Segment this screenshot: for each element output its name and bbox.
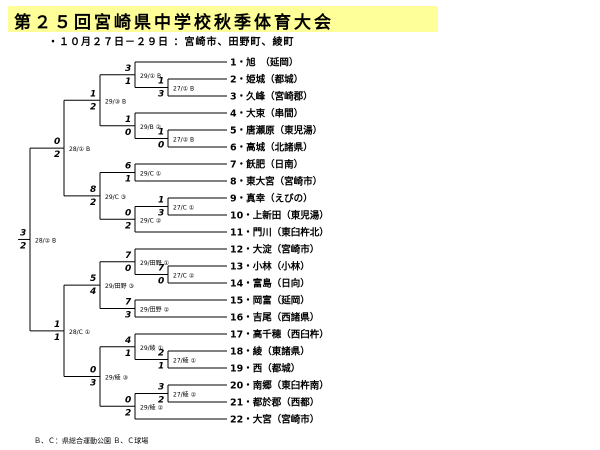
score-top: 1	[54, 320, 60, 330]
score-top: 7	[125, 298, 132, 308]
score-bottom: 2	[125, 221, 131, 231]
score-top: 3	[125, 64, 131, 74]
team-entry: 19・西（都城）	[230, 363, 300, 375]
match-label: 29/田野 ①	[140, 259, 169, 267]
match-label: 27/① B	[173, 86, 194, 93]
score-top: 7	[158, 264, 165, 274]
score-bottom: 0	[125, 128, 131, 138]
score-top: 8	[90, 185, 96, 195]
team-entry: 5・唐瀬原（東児湯）	[230, 125, 322, 137]
score-bottom: 1	[125, 77, 131, 87]
score-bottom: 2	[54, 150, 60, 160]
score-bottom: 3	[158, 90, 164, 100]
score-top: 0	[125, 208, 131, 218]
score-bottom: 1	[125, 175, 131, 185]
score-top: 0	[54, 137, 60, 147]
match-label: 27/綾 ②	[173, 391, 197, 399]
team-entry: 13・小林（小林）	[230, 261, 310, 273]
score-top: 7	[125, 251, 132, 261]
match-label: 27/② B	[173, 137, 194, 144]
score-bottom: 1	[158, 362, 164, 372]
score-bottom: 1	[125, 349, 131, 359]
match-label: 29/B ②	[140, 124, 162, 131]
match-label: 27/C ②	[173, 273, 195, 280]
team-entry: 1・旭 （延岡）	[230, 57, 298, 69]
team-entry: 21・都於郡（西都）	[230, 397, 319, 409]
score-bottom: 2	[158, 396, 164, 406]
score-bottom: 0	[125, 264, 131, 274]
score-top: 1	[158, 196, 164, 206]
score-top: 1	[158, 128, 164, 138]
match-label: 28/① B	[69, 146, 90, 153]
score-bottom: 3	[125, 311, 131, 321]
team-entry: 14・富島（日向）	[230, 278, 310, 290]
match-label: 29/C ③	[105, 194, 126, 201]
score-top: 6	[125, 162, 131, 172]
team-entry: 4・大束（串間）	[230, 108, 303, 120]
team-entry: 6・高城（北諸県）	[230, 142, 313, 154]
match-label: 29/綾 ①	[140, 344, 163, 352]
score-top: 4	[124, 336, 131, 346]
event-dates-venues: ・１０月２７日－２９日 ：宮崎市、田野町、綾町	[48, 37, 295, 48]
title-banner	[8, 6, 438, 32]
score-top: 0	[125, 395, 131, 405]
score-bottom: 2	[125, 408, 131, 418]
match-label: 29/田野 ③	[105, 282, 134, 290]
match-label: 29/① B	[140, 73, 161, 80]
team-entry: 15・岡富（延岡）	[230, 295, 310, 307]
match-label: 29/C ①	[140, 171, 161, 178]
venue-footnote: Ｂ、Ｃ：県総合運動公園 Ｂ、Ｃ球場	[34, 437, 149, 445]
score-bottom: 3	[158, 209, 164, 219]
match-label: 29/田野 ②	[140, 306, 170, 314]
score-bottom: 2	[90, 102, 96, 112]
team-entry: 2・姫城（都城）	[230, 74, 303, 86]
match-label: 29/C ②	[140, 217, 162, 224]
score-bottom: 0	[158, 141, 164, 151]
score-top: 3	[20, 228, 26, 238]
score-top: 0	[90, 366, 96, 376]
team-entry: 16・吉尾（西諸県）	[230, 312, 319, 324]
page-title: 第２５回宮崎県中学校秋季体育大会	[14, 13, 334, 33]
team-entry: 18・綾（東諸県）	[230, 346, 310, 358]
team-entry: 10・上新田（東児湯）	[230, 210, 329, 222]
score-top: 5	[90, 274, 96, 284]
team-entry: 7・飫肥（日南）	[230, 159, 303, 171]
score-top: 1	[90, 89, 96, 99]
team-entry: 12・大淀（宮崎市）	[230, 244, 319, 256]
match-label: 28/② B	[35, 237, 56, 244]
score-top: 1	[158, 77, 164, 87]
team-entry: 9・真幸（えびの）	[230, 193, 313, 205]
score-bottom: 0	[158, 277, 164, 287]
team-entry: 17・高千穂（西臼杵）	[230, 329, 329, 341]
match-label: 29/綾 ②	[140, 403, 164, 411]
team-entry: 22・大宮（宮崎市）	[230, 414, 319, 426]
match-label: 27/綾 ①	[173, 357, 196, 365]
team-entry: 20・南郷（東臼杵南）	[230, 380, 329, 392]
team-entry: 8・東大宮（宮崎市）	[230, 176, 322, 188]
score-bottom: 4	[89, 287, 96, 297]
match-label: 29/③ B	[105, 98, 126, 105]
score-bottom: 2	[90, 198, 96, 208]
match-label: 27/C ①	[173, 205, 194, 212]
score-top: 3	[158, 383, 164, 393]
score-top: 1	[125, 115, 131, 125]
score-bottom: 1	[54, 333, 60, 343]
team-entry: 11・門川（東臼杵北）	[230, 227, 329, 239]
score-top: 2	[158, 349, 164, 359]
team-entry: 3・久峰（宮崎郡）	[230, 91, 313, 103]
score-bottom: 2	[20, 241, 26, 251]
score-bottom: 3	[90, 379, 96, 389]
match-label: 28/C ①	[69, 329, 90, 336]
match-label: 29/綾 ③	[105, 374, 128, 382]
